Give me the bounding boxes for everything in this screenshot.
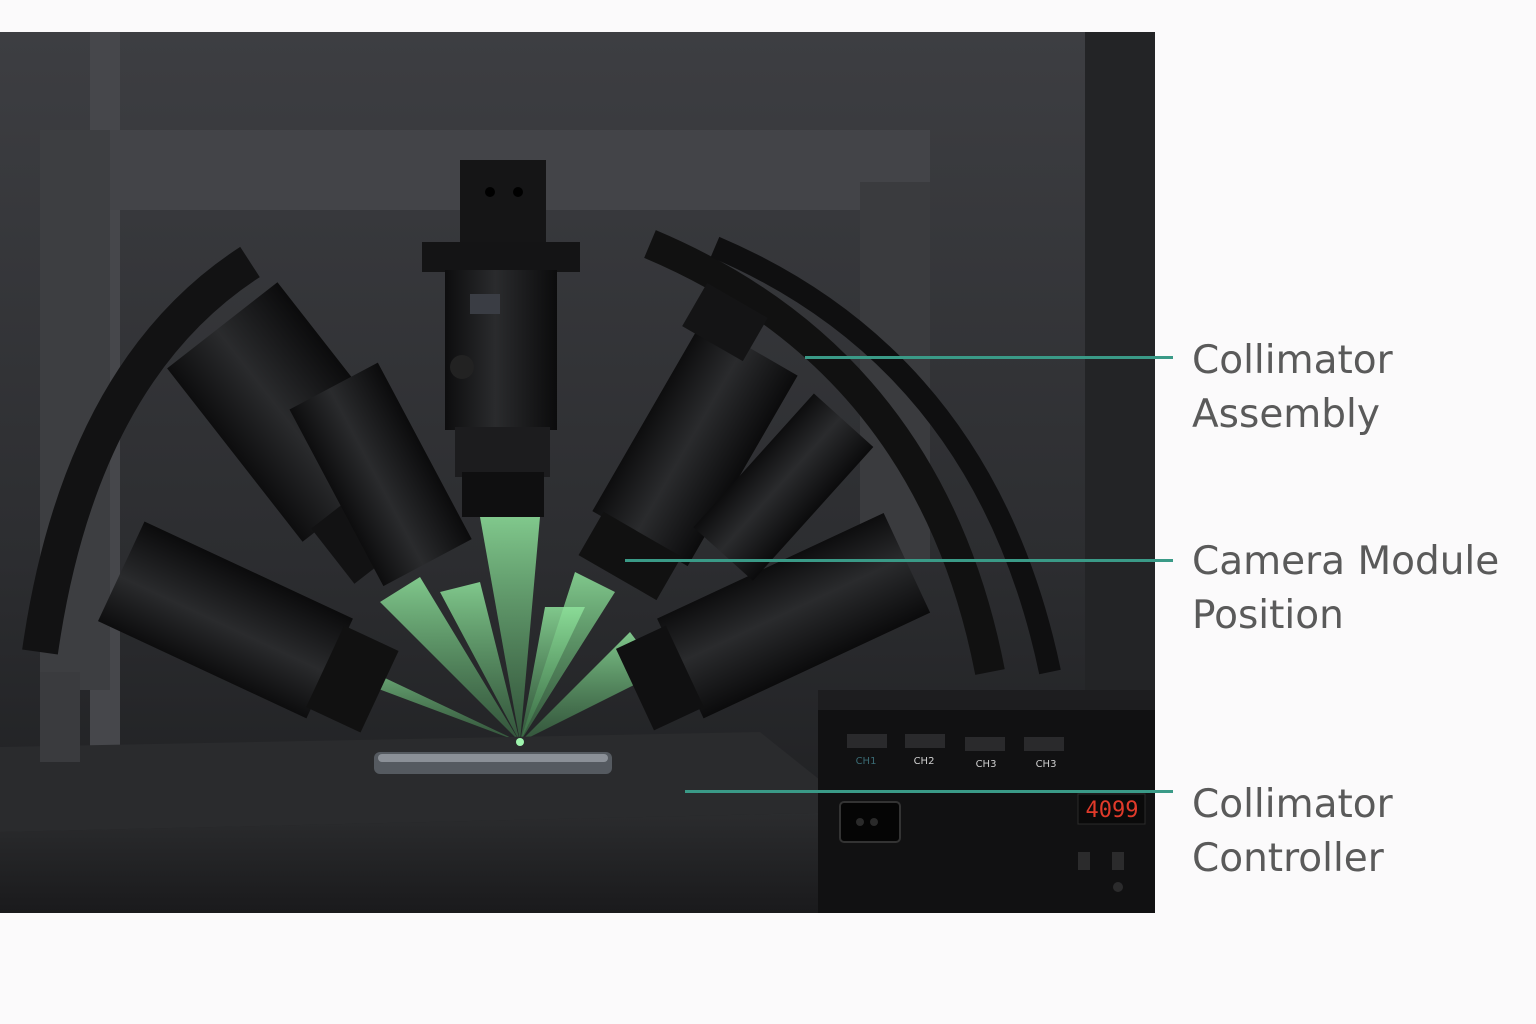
callout-label-line: Controller bbox=[1192, 836, 1384, 881]
callout-label-line: Position bbox=[1192, 593, 1344, 638]
callout-label-line: Collimator bbox=[1192, 338, 1393, 383]
callout-label-collimator-assembly: Collimator Assembly bbox=[1192, 334, 1393, 442]
callout-line-camera-module bbox=[625, 559, 1173, 562]
callout-line-collimator-controller bbox=[685, 790, 1173, 793]
callout-label-line: Assembly bbox=[1192, 392, 1380, 437]
controller-channel-label: CH1 bbox=[856, 756, 877, 767]
controller-channel-label: CH3 bbox=[1036, 759, 1057, 770]
controller-channel-label: CH2 bbox=[914, 756, 935, 767]
callout-label-camera-module: Camera Module Position bbox=[1192, 535, 1499, 643]
callout-label-collimator-controller: Collimator Controller bbox=[1192, 778, 1393, 886]
controller-channel-label: CH3 bbox=[976, 759, 997, 770]
callout-label-line: Collimator bbox=[1192, 782, 1393, 827]
collimator-photo: CH1 CH2 CH3 CH3 4099 bbox=[0, 32, 1155, 913]
controller-display-readout: 4099 bbox=[1086, 798, 1139, 823]
callout-line-collimator-assembly bbox=[805, 356, 1173, 359]
callout-label-line: Camera Module bbox=[1192, 539, 1500, 584]
